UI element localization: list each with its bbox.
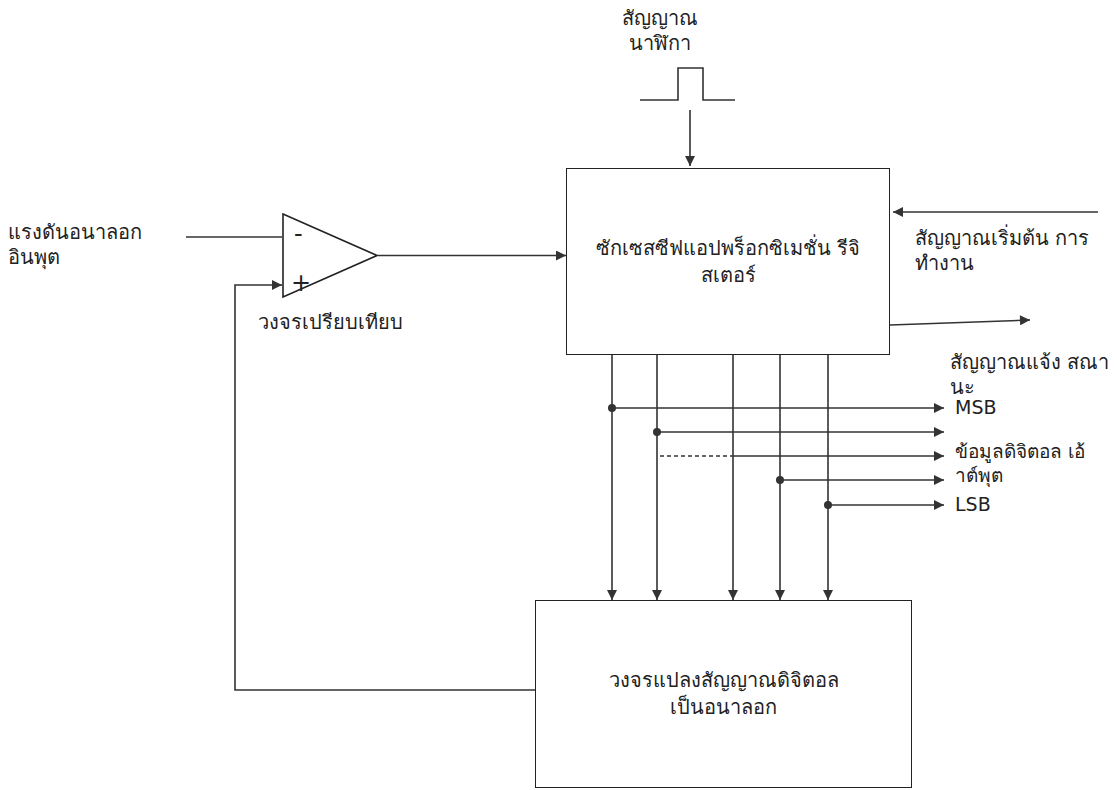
- node-text: ซักเซสซีฟแอปพร็อกซิเมชั่น รีจิสเตอร์: [593, 235, 863, 289]
- node-text: วงจรเปรียบเทียบ: [258, 306, 403, 338]
- connector: [235, 285, 535, 690]
- lsb-label: LSB: [955, 493, 1035, 517]
- dac-box: วงจรแปลงสัญญาณดิจิตอล เป็นอนาลอก: [535, 600, 912, 788]
- msb-tap: [612, 407, 944, 409]
- input-label: แรงดันอนาลอก อินพุต: [8, 220, 183, 270]
- connector: [827, 355, 829, 600]
- connector: [779, 355, 781, 600]
- bit-tap: [780, 479, 944, 481]
- plus-sign: +: [291, 271, 311, 295]
- connector: [378, 255, 566, 257]
- connector: [611, 355, 613, 600]
- minus-sign: -: [294, 222, 314, 246]
- bit-tap-dashed: [660, 455, 733, 457]
- clock-label: สัญญาณ นาฬิกา: [605, 6, 715, 56]
- status-arrow: [890, 320, 1030, 325]
- connector: [732, 355, 734, 600]
- msb-label: MSB: [955, 396, 1035, 420]
- clock-pulse: [640, 68, 735, 100]
- bit-tap: [733, 455, 944, 457]
- sar-register-box: ซักเซสซีฟแอปพร็อกซิเมชั่น รีจิสเตอร์: [566, 168, 890, 355]
- start-label: สัญญาณเริ่มต้น การทำงาน: [915, 226, 1110, 276]
- input-wire: [186, 236, 282, 238]
- output-label: ข้อมูลดิจิตอล เอ้าต์พุต: [955, 440, 1105, 488]
- node-text: วงจรแปลงสัญญาณดิจิตอล เป็นอนาลอก: [594, 667, 854, 721]
- status-label: สัญญาณแจ้ง สณานะ: [950, 350, 1110, 400]
- clock-arrow: [689, 110, 691, 166]
- bit-tap: [657, 431, 944, 433]
- connector: [656, 355, 658, 600]
- lsb-tap: [828, 504, 944, 506]
- start-arrow: [893, 211, 1098, 213]
